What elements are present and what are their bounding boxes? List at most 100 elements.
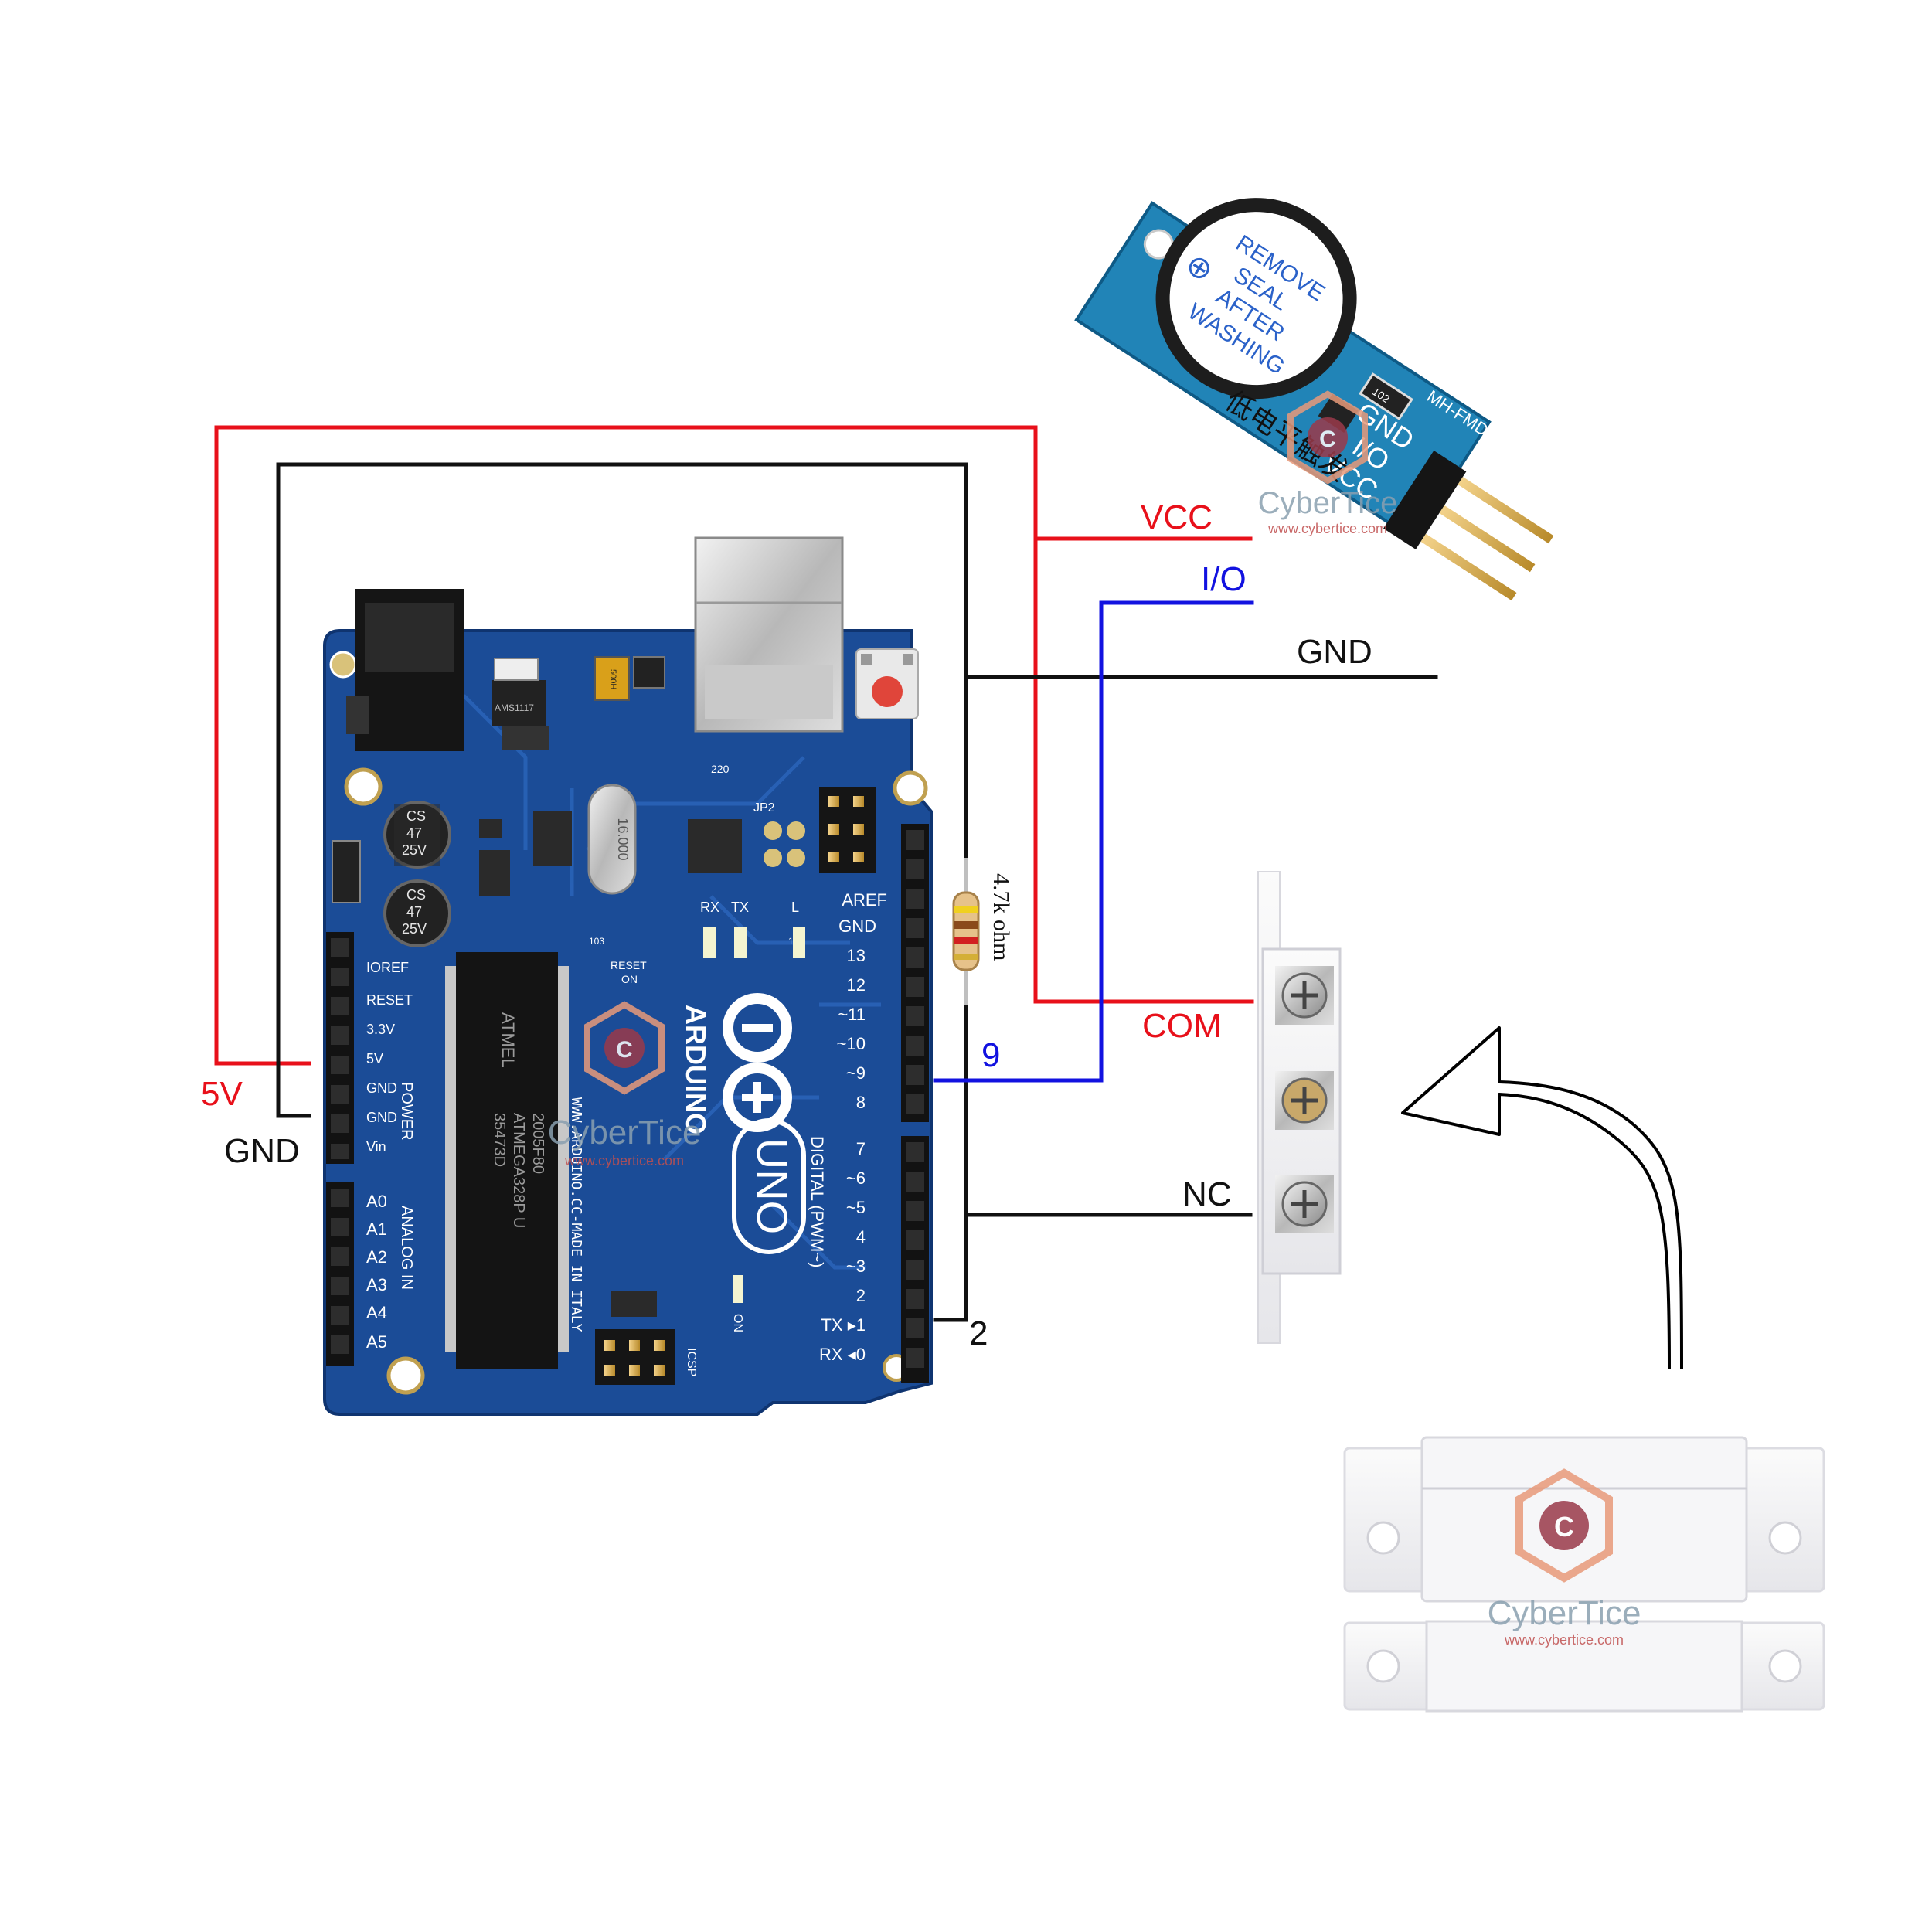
mount-hole	[386, 1356, 425, 1395]
bottom-component	[611, 1291, 657, 1317]
analog-header	[326, 1182, 354, 1366]
chip-line1: 35473D	[491, 1113, 508, 1167]
uno-label: UNO	[748, 1138, 797, 1234]
dc-power-jack	[346, 589, 464, 751]
watermark-url: www.cybertice.com	[1504, 1632, 1624, 1648]
chip-line3: 2005F80	[529, 1113, 546, 1174]
cap-text: 47	[406, 904, 422, 920]
label-com: COM	[1142, 1007, 1222, 1045]
chip-line2: ATMEGA328P U	[510, 1113, 527, 1228]
watermark-brand: CyberTice	[1488, 1594, 1641, 1632]
fuse-label: 500H	[608, 669, 617, 689]
made-in-label: WWW.ARDUINO.CC-MADE IN ITALY	[568, 1097, 584, 1332]
small-ic	[533, 811, 572, 866]
buzzer-seal	[1169, 212, 1343, 386]
mount-hole	[329, 651, 357, 679]
on-led	[733, 1275, 743, 1303]
pin-vin: Vin	[366, 1139, 386, 1155]
wire-label-group: VCC I/O GND 5V GND COM NC 9 2	[201, 498, 1372, 1352]
watermark-url: www.cybertice.com	[1267, 521, 1387, 536]
buzzer-module: REMOVE SEAL AFTER WASHING ⊕ 102 MH-FMD G…	[1074, 198, 1554, 601]
cap-text: 25V	[402, 842, 427, 858]
icsp-header-bottom	[595, 1329, 675, 1385]
label-vcc: VCC	[1141, 498, 1213, 536]
watermark-brand: CyberTice	[1258, 486, 1398, 520]
l-led	[793, 927, 805, 958]
on-label: ON	[731, 1314, 744, 1332]
chip-socket-pins	[445, 966, 569, 1352]
label-gnd-left: GND	[224, 1132, 300, 1170]
usb-b-connector	[694, 536, 844, 733]
pin-a0: A0	[366, 1192, 387, 1211]
pin-4: 4	[856, 1227, 866, 1247]
arduino-brand: ARDUINO	[680, 1005, 712, 1134]
icsp-header-top	[819, 787, 876, 873]
mount-hole	[893, 770, 928, 806]
reset-label: RESET	[611, 959, 647, 971]
svg-text:C: C	[1319, 427, 1336, 452]
pin-a2: A2	[366, 1247, 387, 1267]
pin-a3: A3	[366, 1275, 387, 1294]
analog-pin-labels: A0 A1 A2 A3 A4 A5	[366, 1192, 387, 1352]
analog-label: ANALOG IN	[398, 1206, 415, 1290]
label-5v: 5V	[201, 1075, 243, 1113]
watermark-sensor: C CyberTice www.cybertice.com	[1488, 1468, 1641, 1648]
wire-io	[933, 600, 1254, 1083]
fuse	[594, 656, 630, 701]
atmega328p-chip: ATMEL 35473D ATMEGA328P U 2005F80	[456, 952, 558, 1369]
cap-text: CS	[406, 808, 426, 824]
label-nc: NC	[1182, 1175, 1232, 1213]
pin-8: 8	[856, 1093, 866, 1112]
cap-text: 25V	[402, 921, 427, 937]
cap-text: CS	[406, 887, 426, 903]
icsp-label: ICSP	[685, 1348, 698, 1376]
label-io: I/O	[1201, 560, 1247, 598]
terminal-nc-screw	[1275, 1175, 1334, 1233]
terminal-com-screw	[1275, 966, 1334, 1025]
pin-a5: A5	[366, 1332, 387, 1352]
wire-5v	[214, 425, 1254, 1066]
usb-mcu	[688, 819, 742, 873]
pin-gnd-digital: GND	[838, 917, 876, 936]
svg-text:C: C	[616, 1037, 633, 1063]
terminal-no-screw	[1275, 1071, 1334, 1130]
pin-3: ~3	[846, 1257, 866, 1276]
pullup-resistor	[952, 858, 980, 1005]
uno-badge: UNO	[732, 1118, 806, 1254]
arduino-logo	[723, 993, 792, 1132]
digital-pin-labels: AREF GND 13 12 ~11 ~10 ~9 8 7 ~6 ~5 4 ~3…	[819, 890, 887, 1364]
small-ic	[479, 850, 510, 896]
power-label: POWER	[398, 1082, 415, 1141]
watermark-brand: CyberTice	[548, 1114, 702, 1151]
l-label: L	[791, 900, 799, 915]
digital-header-upper	[901, 824, 929, 1122]
rx-label: RX	[700, 900, 719, 915]
crystal-label: 16.000	[615, 818, 631, 860]
pin-0-rx: RX ◂0	[819, 1345, 866, 1364]
transistor	[1318, 393, 1359, 434]
regulator-label: AMS1117	[495, 702, 534, 713]
pin-gnd-2: GND	[366, 1110, 397, 1125]
pin-reset: RESET	[366, 992, 413, 1008]
pin-7: 7	[856, 1139, 866, 1158]
r220-label: 220	[711, 763, 730, 775]
pin-2: 2	[856, 1286, 866, 1305]
pin-1-tx: TX ▸1	[821, 1315, 866, 1335]
pin-3v3: 3.3V	[366, 1022, 395, 1037]
pin-12: 12	[847, 975, 866, 995]
wire-gnd-left	[276, 462, 968, 1322]
voltage-regulator	[492, 680, 546, 726]
pin-aref: AREF	[842, 890, 887, 910]
pin-ioref: IOREF	[366, 960, 409, 975]
reset-button	[855, 648, 919, 719]
power-header	[326, 932, 354, 1164]
crystal-oscillator: 16.000	[587, 784, 637, 895]
label-pin9: 9	[981, 1036, 1000, 1074]
pin-9: ~9	[846, 1063, 866, 1083]
wires	[214, 425, 1438, 1322]
r103-label: 103	[589, 936, 604, 947]
digital-header-lower	[901, 1136, 929, 1383]
jp2-label: JP2	[753, 801, 775, 815]
diode	[332, 840, 361, 903]
